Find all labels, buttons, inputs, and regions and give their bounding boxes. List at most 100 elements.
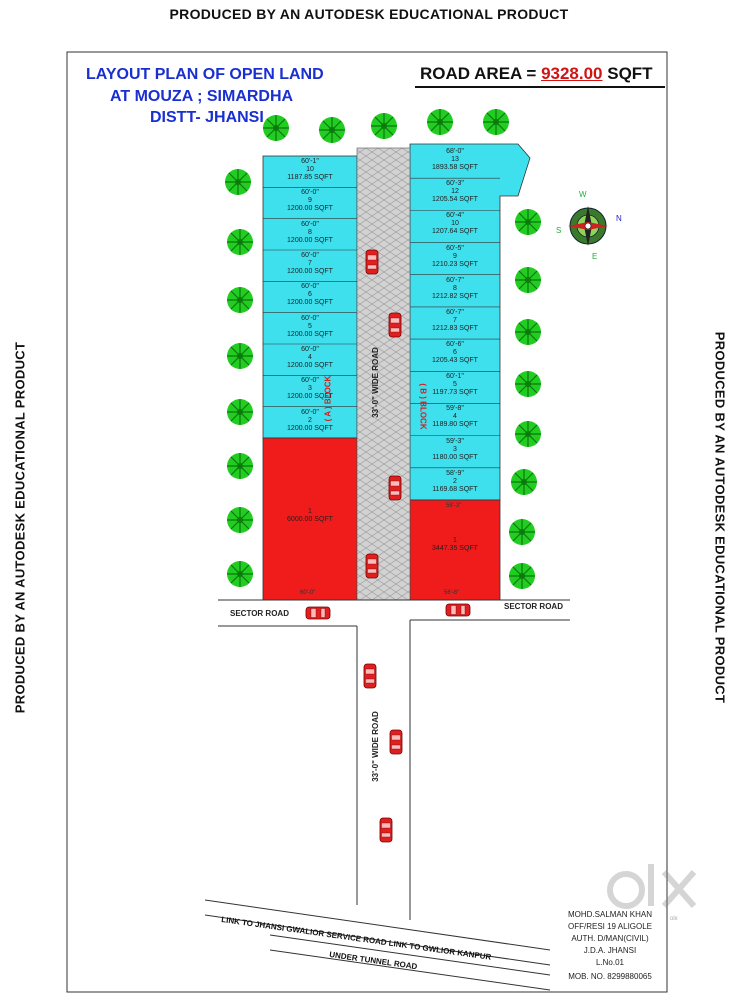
plot-area: 1200.00 SQFT — [287, 362, 333, 369]
credit-line-1: MOHD.SALMAN KHAN — [567, 910, 652, 919]
plot-area: 1212.82 SQFT — [432, 292, 478, 300]
plot-area: 3447.35 SQFT — [432, 545, 478, 552]
block-a — [262, 155, 358, 601]
plot-number: 1 — [308, 508, 312, 515]
block-b-label: ( B ) BLOCK — [418, 383, 428, 430]
plot-number: 2 — [308, 416, 312, 424]
tree-icon — [226, 286, 254, 314]
plot-dimension: 68'-0" — [446, 148, 464, 155]
tree-icon — [370, 112, 398, 140]
car-icon — [305, 606, 331, 620]
tree-icon — [514, 266, 542, 294]
tree-icon — [226, 506, 254, 534]
plot-number: 8 — [308, 228, 312, 236]
plot-number: 5 — [308, 322, 312, 330]
plot-number: 3 — [308, 385, 312, 393]
plot-area: 1200.00 SQFT — [287, 268, 333, 275]
plot-dimension: 60'-3" — [446, 180, 464, 188]
plot-area: 1212.83 SQFT — [432, 324, 478, 332]
car-icon — [365, 553, 379, 579]
lower-road-label: 33'-0" WIDE ROAD — [370, 711, 380, 782]
plot-dimension: 60'-4" — [446, 212, 464, 220]
tree-icon — [510, 468, 538, 496]
road-area-underline — [415, 86, 665, 88]
plot-dimension: 58'-9" — [446, 469, 464, 477]
plot-number: 2 — [453, 477, 457, 485]
title-line-1: LAYOUT PLAN OF OPEN LAND — [86, 66, 324, 83]
tree-icon — [226, 398, 254, 426]
title-line-2: AT MOUZA ; SIMARDHA — [110, 88, 294, 105]
plot-number: 7 — [308, 260, 312, 267]
compass-e: E — [592, 252, 598, 261]
block-b-plot-1 — [409, 499, 501, 601]
plot-dimension: 60'-0" — [301, 377, 319, 385]
plot-dimension: 60'-0" — [301, 220, 319, 228]
main-road-label: 33'-0" WIDE ROAD — [370, 347, 380, 418]
plot-number: 9 — [308, 197, 312, 205]
tree-icon — [226, 228, 254, 256]
compass-rose-icon — [568, 206, 608, 246]
link-road-line-1 — [204, 899, 551, 951]
car-icon — [388, 475, 402, 501]
plot-number: 9 — [453, 252, 457, 260]
car-icon — [388, 312, 402, 338]
plot-area: 1893.58 SQFT — [432, 164, 478, 171]
link-road-line-3 — [269, 934, 551, 976]
plot-dimension: 60'-1" — [301, 158, 319, 165]
car-icon — [389, 729, 403, 755]
plot-dimension: 59'-8" — [446, 405, 464, 413]
plot-dimension: 60'-1" — [446, 373, 464, 381]
plot-area: 1180.00 SQFT — [432, 453, 478, 461]
plot-area: 1200.00 SQFT — [287, 393, 333, 401]
credit-line-4: J.D.A. JHANSI — [583, 946, 637, 955]
tree-icon — [262, 114, 290, 142]
tree-icon — [224, 168, 252, 196]
plot-area: 1200.00 SQFT — [287, 299, 333, 307]
tree-icon — [482, 108, 510, 136]
road-area-value: 9328.00 — [541, 64, 603, 83]
credit-line-6: MOB. NO. 8299880065 — [568, 972, 652, 981]
plot-number: 4 — [453, 413, 457, 421]
tree-icon — [226, 342, 254, 370]
link-road-line-4 — [269, 949, 551, 991]
plot-dimension: 60'-0" — [301, 189, 319, 197]
plot-area: 1200.00 SQFT — [287, 424, 333, 432]
sector-road-right-label: SECTOR ROAD — [504, 602, 563, 611]
plot-number: 7 — [453, 316, 457, 324]
title-line-3: DISTT- JHANSI — [150, 109, 264, 126]
plot-area: 1210.23 SQFT — [432, 260, 478, 268]
plot-dimension: 60'-0" — [301, 408, 319, 416]
compass-w: W — [579, 190, 587, 199]
plot-area: 1169.68 SQFT — [432, 485, 478, 493]
block-a-plot-1-label: 1 6000.00 SQFT — [263, 508, 357, 524]
plot-area: 1187.85 SQFT — [287, 174, 333, 181]
tree-icon — [226, 452, 254, 480]
block-a-label: ( A ) BLOCK — [323, 375, 333, 422]
tree-icon — [508, 518, 536, 546]
car-icon — [379, 817, 393, 843]
tree-icon — [514, 420, 542, 448]
credit-line-2: OFF/RESI 19 ALIGOLE — [567, 922, 653, 931]
compass-n: N — [616, 214, 622, 223]
olx-watermark-icon — [607, 864, 697, 909]
plot-dimension: 60'-0" — [301, 283, 319, 291]
watermark-top: PRODUCED BY AN AUTODESK EDUCATIONAL PROD… — [169, 6, 569, 22]
plot-number: 1 — [453, 537, 457, 544]
tree-icon — [514, 318, 542, 346]
tree-icon — [514, 370, 542, 398]
